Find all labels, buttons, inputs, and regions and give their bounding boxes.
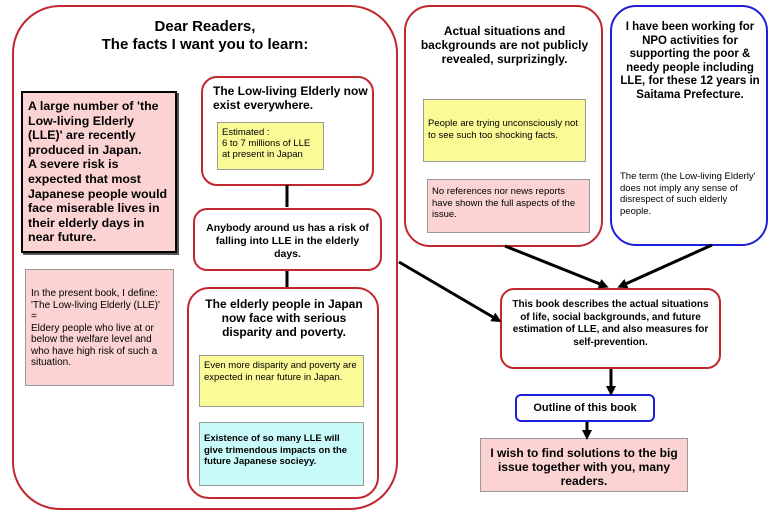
impact-note: Existence of so many LLE will give trime… <box>199 422 364 486</box>
author-title: I have been working for NPO activities f… <box>620 21 760 101</box>
main-title: Dear Readers, The facts I want you to le… <box>60 18 350 54</box>
arrow-main-to-book <box>398 260 502 323</box>
situations-title: Actual situations and backgrounds are no… <box>420 24 589 66</box>
future-disparity-note: Even more disparity and poverty are expe… <box>199 355 364 407</box>
book-describes-box: This book describes the actual situation… <box>500 288 721 369</box>
situations-box: Actual situations and backgrounds are no… <box>404 5 603 247</box>
lle-exist-title: The Low-living Elderly now exist everywh… <box>213 84 368 112</box>
lle-estimate-note: Estimated : 6 to 7 millions of LLE at pr… <box>217 122 324 170</box>
no-references-note: No references nor news reports have show… <box>427 179 590 233</box>
disparity-title: The elderly people in Japan now face wit… <box>205 297 363 339</box>
outline-box: Outline of this book <box>515 394 655 422</box>
term-note: The term (the Low-living Elderly' does n… <box>620 171 756 217</box>
risk-box: Anybody around us has a risk of falling … <box>193 208 382 271</box>
definition-box: In the present book, I define: 'The Low-… <box>25 269 174 386</box>
main-title-line2: The facts I want you to learn: <box>101 36 309 53</box>
lle-summary-box: A large number of 'the Low-living Elderl… <box>21 91 177 253</box>
arrow-situations-to-book <box>504 244 609 289</box>
lle-exist-box: The Low-living Elderly now exist everywh… <box>201 76 374 186</box>
arrow-author-to-book <box>617 243 713 289</box>
unconscious-note: People are trying unconsciously not to s… <box>423 99 586 162</box>
wish-box: I wish to find solutions to the big issu… <box>480 438 688 492</box>
disparity-box: The elderly people in Japan now face wit… <box>187 287 379 499</box>
main-title-line1: Dear Readers, <box>154 18 256 35</box>
author-box: I have been working for NPO activities f… <box>610 5 768 246</box>
